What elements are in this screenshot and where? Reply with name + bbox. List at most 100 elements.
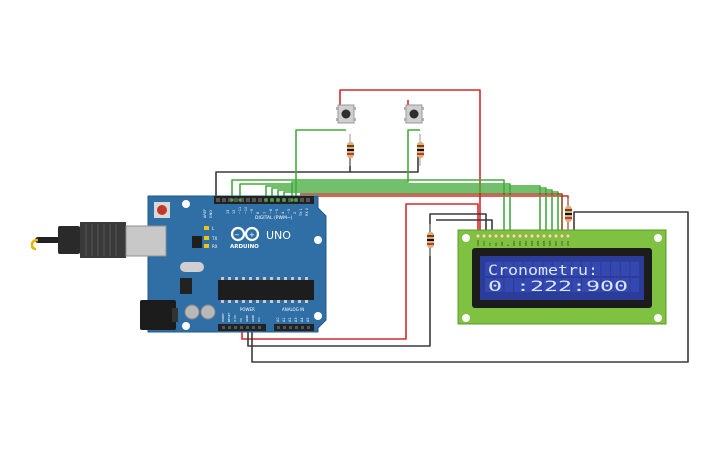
digital-pin-label: 12 [232, 210, 236, 214]
lcd-cell [485, 278, 494, 292]
power-pin-labels: IOREF RESET 3.3V 5V GND GND Vin [221, 312, 261, 322]
resistor-4[interactable] [565, 198, 572, 230]
analog-header-label: ANALOG IN [282, 307, 304, 312]
analog-pin-label: A5 [306, 318, 310, 322]
resistor-2[interactable] [417, 134, 424, 166]
digital-pin-label: ~5 [275, 209, 279, 214]
lcd-cell [543, 262, 552, 276]
usb-cable[interactable] [30, 222, 126, 258]
lcd-pin-label: RW [500, 241, 504, 246]
lcd-cell [494, 262, 504, 276]
resistor-1[interactable] [347, 134, 354, 166]
wire-black-rw[interactable] [436, 219, 493, 232]
lcd-cell [523, 262, 533, 276]
usb-jack [125, 225, 167, 257]
lcd-cell [611, 278, 620, 292]
wire-black-lcd-gnd[interactable] [247, 213, 487, 347]
lcd-pin-label: RS [494, 242, 498, 246]
lcd-pin-pads [475, 233, 571, 239]
digital-pin-label: ~9 [250, 209, 254, 214]
lcd-pin-label: DB0 [512, 240, 516, 246]
power-pin-label: IOREF [221, 313, 225, 322]
lcd-pin-label: V0 [488, 242, 492, 246]
digital-pin-label: 4 [281, 212, 285, 214]
lcd-pin-label: DB6 [548, 240, 552, 246]
digital-pin-label: ~11 [238, 207, 242, 214]
digital-pin-label: ~6 [269, 209, 273, 214]
lcd-16x2[interactable]: GND VCC V0 RS RW E DB0 DB1 DB2 DB3 DB4 D… [457, 229, 667, 325]
crystal [180, 262, 204, 272]
lcd-line-1: Cronometru: [488, 263, 598, 279]
lcd-cell [572, 262, 581, 276]
lcd-cell [620, 278, 630, 292]
arduino-logo-text: ARDUINO [230, 244, 259, 250]
lcd-cell [591, 262, 601, 276]
wire-black-button-gnd[interactable] [215, 150, 351, 196]
gnd-label: GND [209, 210, 213, 218]
wire-green-db5[interactable] [271, 187, 547, 232]
svg-text:−: − [234, 231, 240, 239]
arduino-uno-board[interactable]: L TX RX − + ARDUINO UNO AREF GND DIGITAL… [125, 195, 327, 333]
lcd-pin-label: DB4 [536, 240, 540, 246]
wire-red-5v[interactable] [241, 203, 479, 340]
wire-green-db7[interactable] [283, 191, 559, 232]
digital-pin-label: 2 [293, 212, 297, 214]
lcd-cell [504, 262, 513, 276]
lcd-cell [611, 262, 620, 276]
digital-pin-label: 13 [226, 210, 230, 214]
lcd-cell [485, 262, 494, 276]
wire-black-button2-gnd[interactable] [350, 150, 419, 173]
wire-black-outer[interactable] [251, 211, 689, 363]
header-wire-dots [230, 198, 298, 202]
led-label-tx: TX [211, 236, 217, 241]
lcd-cell [591, 278, 601, 292]
wire-green-e[interactable] [239, 183, 511, 232]
reset-button[interactable] [154, 202, 170, 218]
lcd-pin-label: DB1 [518, 240, 522, 246]
digital-pin-label: TX 1 [299, 208, 303, 217]
capacitor-icon [184, 304, 200, 320]
digital-pin-label: 8 [256, 212, 260, 214]
lcd-cell [601, 262, 610, 276]
atmega-chip [218, 277, 314, 303]
analog-pin-label: A4 [300, 318, 304, 322]
analog-header[interactable] [274, 324, 314, 331]
push-button-2[interactable] [404, 104, 424, 124]
lcd-cell [504, 278, 513, 292]
digital-pin-label: ~3 [287, 209, 291, 214]
analog-pin-label: A1 [282, 318, 286, 322]
wire-green-db6[interactable] [277, 189, 553, 232]
lcd-cell [582, 262, 591, 276]
lcd-cell [533, 278, 543, 292]
lcd-cell [514, 262, 523, 276]
wire-brown-led[interactable] [300, 193, 563, 232]
lcd-pin-label: E [506, 244, 510, 246]
lcd-pin-label: VCC [482, 240, 486, 246]
lcd-pin-label: DB5 [542, 240, 546, 246]
wire-green-db4[interactable] [265, 185, 541, 232]
wire-green-button1[interactable] [295, 129, 346, 196]
led-label-rx: RX [212, 244, 218, 249]
lcd-pin-label: LED [560, 241, 564, 246]
resistor-3[interactable] [427, 224, 434, 256]
lcd-cell [533, 262, 543, 276]
digital-pin-label: RX 0 [305, 208, 309, 216]
power-pin-label: GND [245, 314, 249, 322]
wire-green-rs[interactable] [231, 179, 505, 232]
aref-label: AREF [203, 209, 207, 218]
push-button-1[interactable] [336, 104, 356, 124]
led-label-l: L [212, 226, 215, 231]
power-pin-label: 5V [239, 317, 243, 322]
lcd-pin-label: DB7 [554, 240, 558, 246]
analog-pin-label: A3 [294, 318, 298, 322]
lcd-cell [514, 278, 523, 292]
digital-pin-label: 7 [263, 212, 267, 214]
svg-text:+: + [249, 231, 255, 239]
lcd-pin-label: GND [476, 240, 480, 246]
usb-cable-hook-icon [30, 238, 39, 251]
lcd-cell [630, 278, 640, 292]
lcd-cell [562, 262, 572, 276]
lcd-pin-label: LED [566, 241, 570, 246]
lcd-character-cells [485, 262, 640, 292]
